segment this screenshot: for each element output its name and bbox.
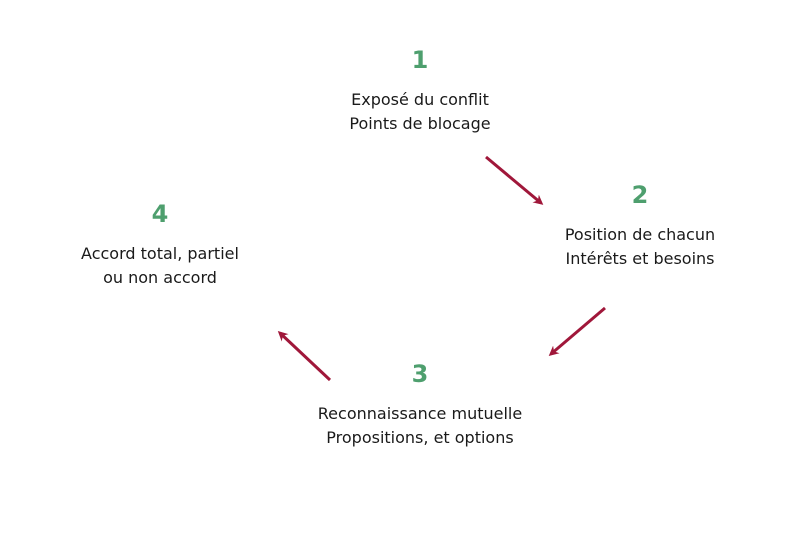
step-line: Exposé du conflit	[351, 90, 489, 109]
step-number: 4	[151, 200, 169, 228]
step-line: Propositions, et options	[326, 428, 514, 447]
step-line: Position de chacun	[564, 225, 716, 244]
arrow-3-to-4	[277, 330, 332, 382]
step-line: ou non accord	[103, 268, 217, 287]
step-3: 3 Reconnaissance mutuelle Propositions, …	[270, 360, 570, 450]
step-number: 3	[411, 360, 429, 388]
arrow-2-to-3	[548, 306, 606, 356]
step-line: Reconnaissance mutuelle	[317, 404, 523, 423]
step-number: 2	[631, 181, 649, 209]
step-line: Points de blocage	[349, 114, 491, 133]
step-line: Intérêts et besoins	[565, 249, 715, 268]
step-line: Accord total, partiel	[81, 244, 239, 263]
step-4: 4 Accord total, partiel ou non accord	[60, 200, 260, 290]
step-2: 2 Position de chacun Intérêts et besoins	[540, 181, 740, 271]
step-1: 1 Exposé du conflit Points de blocage	[320, 46, 520, 136]
arrow-1-to-2	[485, 155, 544, 205]
step-number: 1	[411, 46, 429, 74]
